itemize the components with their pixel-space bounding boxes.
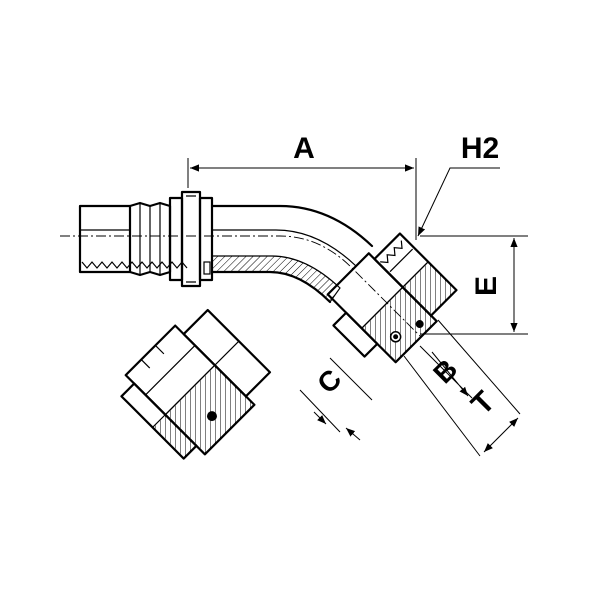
dimension-a: A [187,132,417,240]
dimension-c: C [299,357,373,441]
label-a: A [293,132,315,165]
detail-nut-section [120,308,272,460]
label-t: T [465,385,501,421]
dimension-h2: H2 [417,132,500,237]
elbow-tube [60,204,421,337]
dimension-e: E [420,235,528,335]
label-h2: H2 [461,132,499,165]
label-e: E [470,276,503,296]
swivel-nut [326,232,458,364]
label-c: C [311,363,347,399]
main-fitting [60,190,458,364]
dimension-b: B [419,345,472,398]
ferrule-collar [168,190,214,288]
